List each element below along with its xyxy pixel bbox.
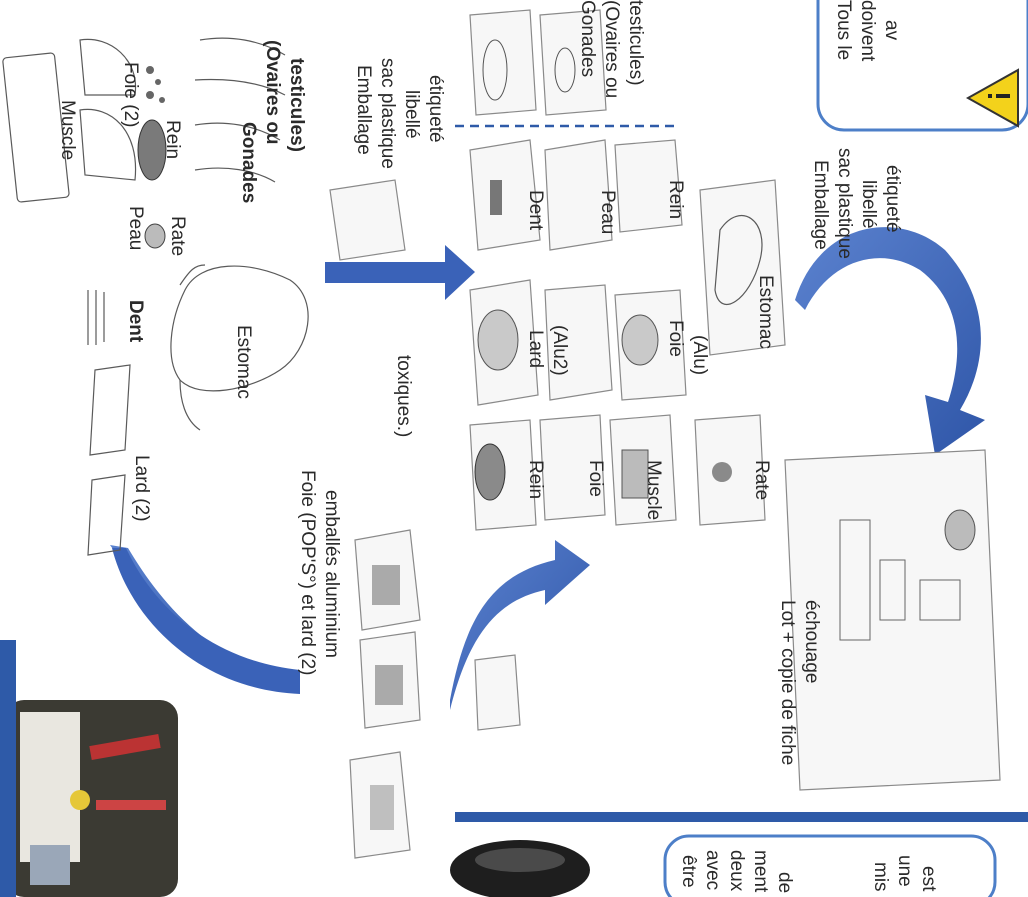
lot-label-2: échouage: [801, 600, 822, 683]
notice-line-2: doivent: [857, 0, 878, 62]
label-plastic-2: sac plastique: [377, 58, 398, 169]
label-plastic-1: Emballage: [353, 65, 374, 155]
label-plastic2-3: libellé: [858, 180, 879, 229]
label-muscle: Muscle: [57, 100, 78, 160]
small-bag: [475, 655, 520, 730]
bag-label-rate: Rate: [751, 460, 772, 500]
label-plastic2-4: étiqueté: [882, 165, 903, 233]
label-rate: Rate: [167, 216, 188, 256]
label-foie2: Foie (2): [120, 62, 141, 127]
label-gonades-3: testicules): [286, 58, 307, 152]
label-dent: Dent: [125, 300, 146, 343]
side-text-3: deux: [726, 850, 747, 892]
tools-photo: [6, 700, 178, 897]
spleen-sketch: [145, 224, 165, 248]
side-text-2: avec: [702, 850, 723, 890]
side-text-6: mis: [870, 862, 891, 892]
label-lard2: Lard (2): [131, 455, 152, 522]
bag-label-lard: Lard: [525, 330, 546, 368]
kidney-sketch: [138, 120, 166, 180]
label-toxiques: toxiques.): [393, 355, 414, 437]
label-peau: Peau: [125, 206, 146, 250]
label-gonades-1: Gonades: [238, 122, 259, 203]
notice-line-3: av: [881, 20, 902, 41]
plastic-bag-icon: [330, 180, 405, 260]
notice-line-1: Tous le: [833, 0, 854, 60]
label-alu-2: emballés aluminium: [321, 490, 342, 658]
label-alu-1: Foie (POP'S°) et lard (2): [297, 470, 318, 676]
arrow-to-lot: [795, 227, 985, 455]
side-text-5: de: [774, 872, 795, 893]
side-text-8: est: [918, 866, 939, 892]
bag-label-peau: Peau: [597, 190, 618, 234]
bag-label-rein-b: Rein: [525, 460, 546, 499]
bag-label-rein-a: Rein: [665, 180, 686, 219]
label-rein: Rein: [162, 120, 183, 159]
label-gonades-2: (Ovaires ou: [262, 40, 283, 145]
blue-divider-horizontal: [455, 812, 1028, 822]
bag-label-gonades-3: testicules): [625, 0, 646, 86]
label-plastic2-1: Emballage: [810, 160, 831, 250]
bag-label-alu2: (Alu2): [549, 325, 570, 376]
side-text-4: ment: [750, 850, 771, 893]
bag-label-gonades-2: (Ovaires ou: [601, 0, 622, 98]
label-plastic-3: libellé: [401, 90, 422, 139]
bag-label-alu: (Alu): [689, 335, 710, 375]
side-text-7: une: [894, 855, 915, 887]
teeth-sketch: [88, 290, 104, 345]
bag-label-gonades-1: Gonades: [577, 0, 598, 77]
aluminium-packs: [350, 530, 420, 858]
blubber-sketches: [88, 365, 130, 555]
bag-label-foie-b: Foie: [585, 460, 606, 497]
bag-label-estomac: Estomac: [755, 275, 776, 349]
device-photo: [450, 840, 590, 897]
bag-grid: [470, 10, 785, 530]
label-estomac: Estomac: [233, 325, 254, 399]
bag-label-muscle: Muscle: [643, 460, 664, 520]
blue-divider-vertical: [0, 640, 16, 897]
label-plastic-4: étiqueté: [425, 75, 446, 143]
label-plastic2-2: sac plastique: [834, 148, 855, 259]
bag-label-dent: Dent: [525, 190, 546, 231]
bag-label-foie-a: Foie: [665, 320, 686, 357]
arrow-aluminium-to-bags: [450, 540, 590, 710]
lot-label-1: Lot + copie de fiche: [777, 600, 798, 765]
side-text-1: être: [678, 855, 699, 888]
